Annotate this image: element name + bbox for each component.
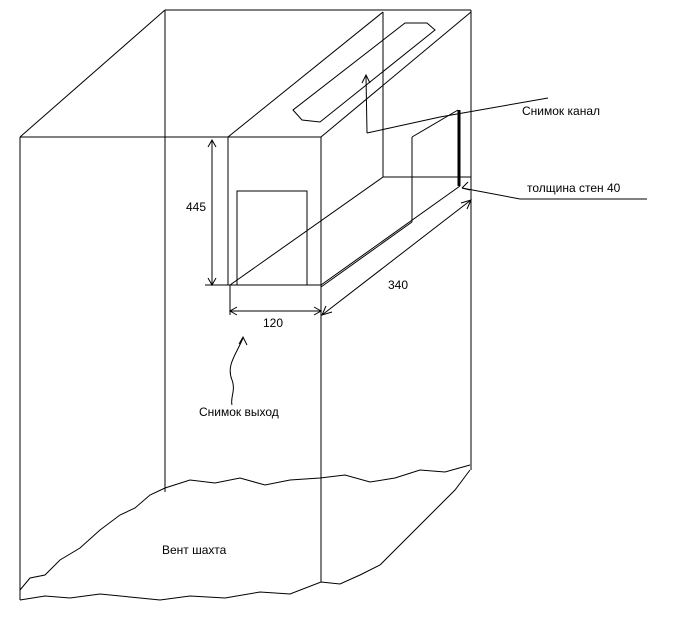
wall-leader: [461, 181, 647, 200]
label-channel: Снимок канал: [522, 104, 600, 118]
shaft-break-line-lower: [19, 469, 471, 601]
inner-box: [227, 11, 472, 288]
label-shaft: Вент шахта: [162, 543, 227, 557]
label-wall-thickness: толщина стен 40: [527, 181, 621, 195]
label-height-dim: 445: [186, 200, 207, 214]
shaft-break-line: [19, 464, 471, 591]
dim-120: [228, 285, 323, 316]
label-depth-dim: 340: [388, 278, 409, 292]
outlet-arrow: [229, 337, 244, 406]
dim-445: [205, 138, 228, 287]
outlet-arrowhead: [238, 335, 248, 346]
outlet-door: [236, 190, 308, 286]
channel-slot: [292, 22, 436, 123]
dim-340: [321, 199, 472, 316]
outer-shaft: [19, 9, 472, 600]
channel-arrow: [361, 73, 549, 134]
label-outlet: Снимок выход: [199, 405, 279, 419]
label-width-dim: 120: [263, 316, 284, 330]
